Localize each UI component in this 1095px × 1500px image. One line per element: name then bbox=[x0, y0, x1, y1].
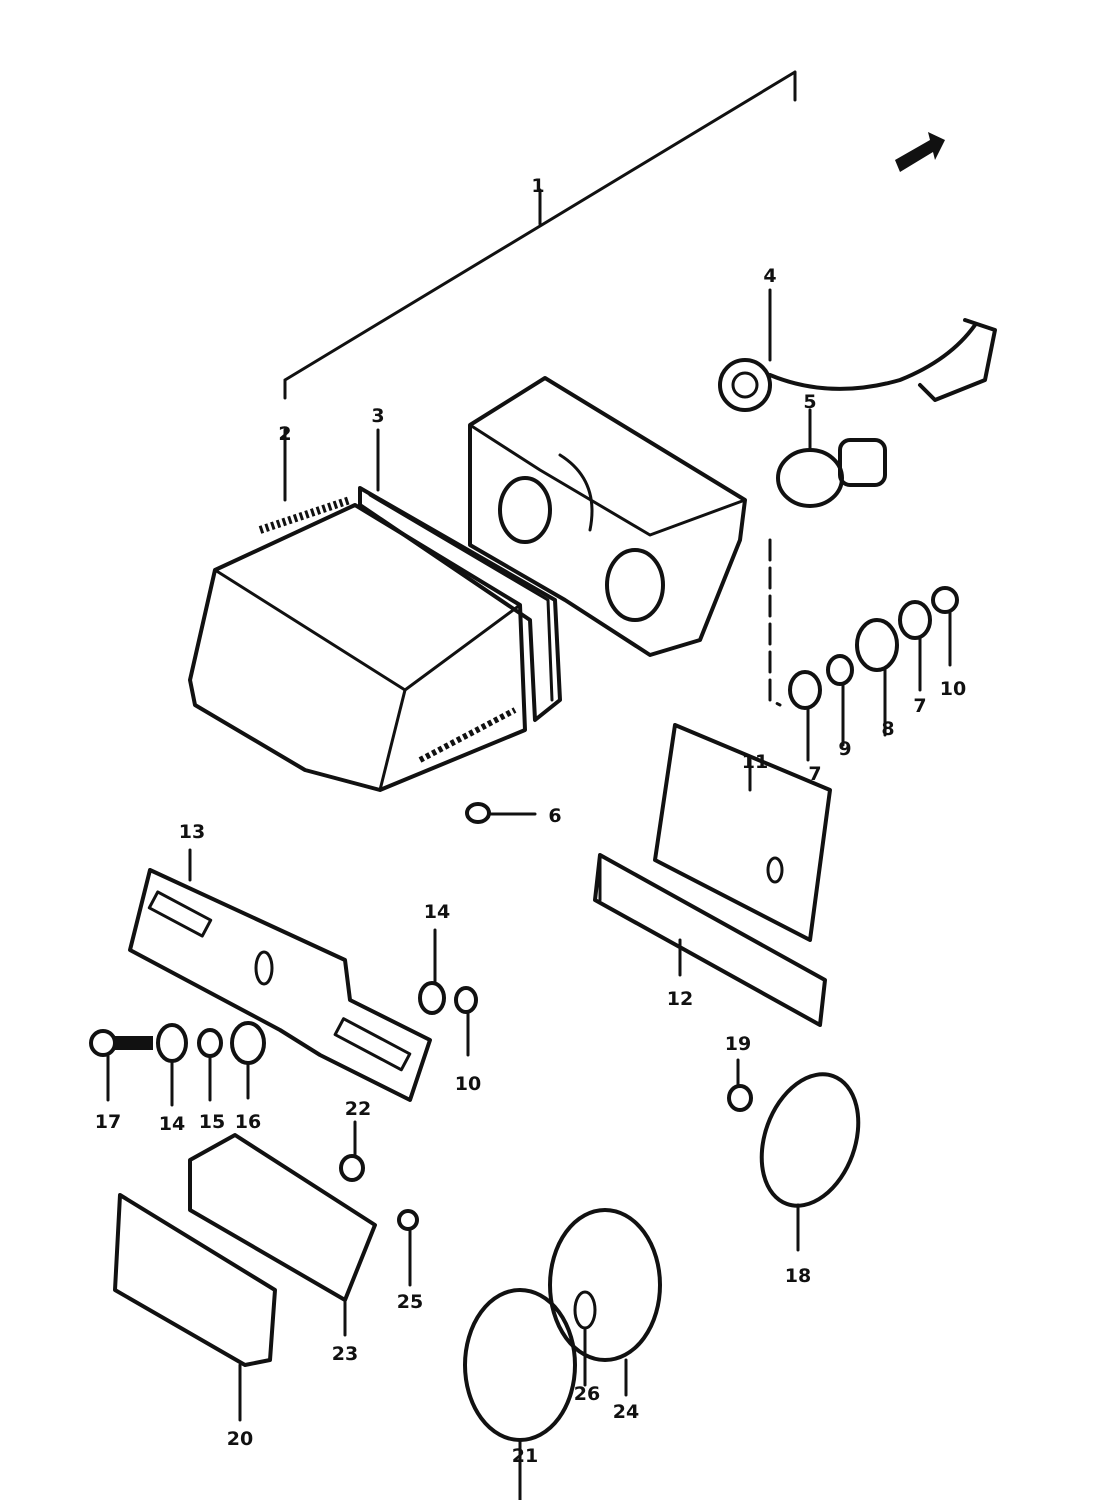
callout-3: 3 bbox=[371, 405, 384, 427]
reflector-bracket bbox=[593, 853, 827, 1027]
gasket-26 bbox=[573, 1290, 597, 1330]
callout-22: 22 bbox=[345, 1098, 371, 1120]
license-bracket bbox=[128, 868, 432, 1102]
turn-signal-housing bbox=[548, 1208, 662, 1362]
callout-labels: 1 2 3 4 5 6 7 7 8 9 10 10 11 12 13 14 14… bbox=[95, 175, 966, 1467]
callout-2: 2 bbox=[278, 423, 291, 445]
callout-4: 4 bbox=[763, 265, 776, 287]
hardware-row-14-17 bbox=[89, 1021, 266, 1065]
arrow-forward-icon bbox=[895, 132, 945, 172]
callout-5: 5 bbox=[803, 391, 816, 413]
callout-6: 6 bbox=[548, 805, 561, 827]
callout-23: 23 bbox=[332, 1343, 358, 1365]
tail-lamp-lens bbox=[188, 496, 527, 792]
callout-14a: 14 bbox=[424, 901, 450, 923]
callout-10a: 10 bbox=[940, 678, 966, 700]
bulb bbox=[776, 438, 887, 508]
callout-18: 18 bbox=[785, 1265, 811, 1287]
callout-11: 11 bbox=[742, 751, 768, 773]
callout-14b: 14 bbox=[159, 1113, 185, 1135]
tail-lamp-housing bbox=[468, 376, 747, 657]
callout-17: 17 bbox=[95, 1111, 121, 1133]
callout-16: 16 bbox=[235, 1111, 261, 1133]
callout-26: 26 bbox=[574, 1383, 600, 1405]
callout-13: 13 bbox=[179, 821, 205, 843]
callout-25: 25 bbox=[397, 1291, 423, 1313]
callout-10b: 10 bbox=[455, 1073, 481, 1095]
turn-signal-lens bbox=[463, 1288, 577, 1442]
nut-10 bbox=[454, 986, 478, 1014]
callout-15: 15 bbox=[199, 1111, 225, 1133]
callout-1: 1 bbox=[531, 175, 544, 197]
nut-22 bbox=[339, 1154, 365, 1182]
license-lamp-lens bbox=[113, 1193, 277, 1367]
leader-lines bbox=[106, 288, 952, 1500]
callout-19: 19 bbox=[725, 1033, 751, 1055]
callout-24: 24 bbox=[613, 1401, 639, 1423]
callout-7a: 7 bbox=[808, 763, 821, 785]
lens-18 bbox=[759, 1072, 861, 1208]
callout-7b: 7 bbox=[913, 695, 926, 717]
assembly-bracket-1 bbox=[283, 70, 797, 400]
callout-9: 9 bbox=[838, 738, 851, 760]
license-lamp-housing bbox=[188, 1133, 377, 1302]
callout-12: 12 bbox=[667, 988, 693, 1010]
bulb-socket-harness bbox=[718, 318, 997, 412]
screw-25 bbox=[397, 1209, 419, 1231]
reflector-plate bbox=[653, 723, 832, 942]
mounting-screw-line bbox=[768, 538, 782, 707]
lens-gasket bbox=[358, 486, 562, 722]
callout-8: 8 bbox=[881, 718, 894, 740]
hardware-row-7-10 bbox=[788, 586, 959, 710]
washer-14 bbox=[418, 981, 446, 1015]
nut-6 bbox=[465, 802, 491, 824]
nut-19 bbox=[727, 1084, 753, 1112]
callout-21: 21 bbox=[512, 1445, 538, 1467]
callout-20: 20 bbox=[227, 1428, 253, 1450]
